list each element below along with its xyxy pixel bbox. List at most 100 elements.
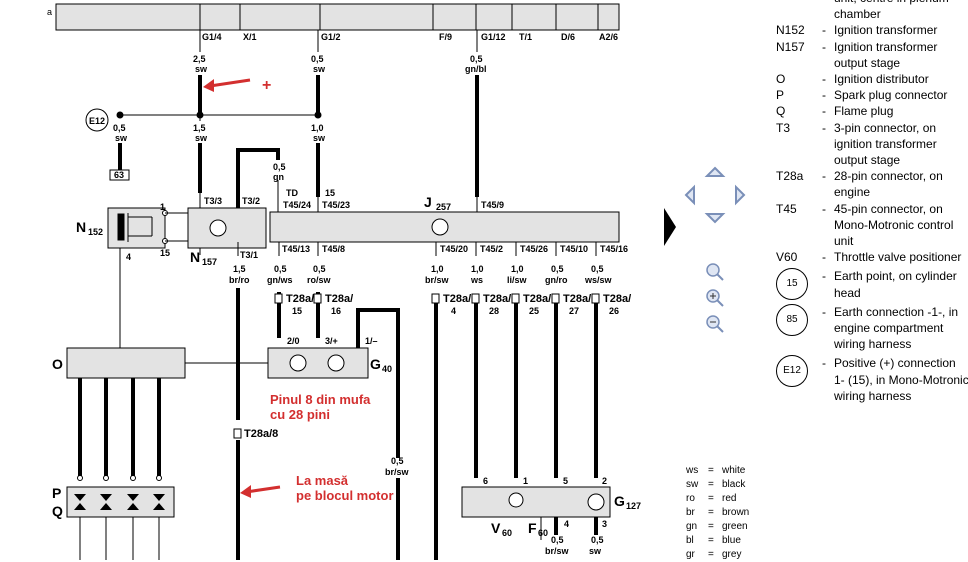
color-code-text: grey bbox=[722, 549, 742, 560]
pin-label: 6 bbox=[483, 476, 488, 486]
up-arrow-icon[interactable] bbox=[704, 166, 726, 177]
connector-label: 4 bbox=[451, 306, 456, 316]
legend-text: ignition transformer bbox=[834, 136, 937, 151]
legend-text: Ignition transformer bbox=[834, 23, 938, 38]
color-code-text: gr bbox=[686, 549, 695, 560]
legend-text: chamber bbox=[834, 7, 881, 22]
connector-label: T28a/ bbox=[286, 293, 314, 305]
legend-row: unit, centre in plenumchamber bbox=[776, 0, 968, 22]
pin8-annotation: Pinul 8 din mufa bbox=[270, 392, 371, 407]
pin-label: 1 bbox=[160, 202, 165, 212]
g40-sub: 40 bbox=[382, 364, 392, 374]
p-label: P bbox=[52, 485, 61, 501]
f60-label: F bbox=[528, 520, 537, 536]
wire-label: ws bbox=[470, 275, 483, 285]
n157-sub: 157 bbox=[202, 257, 217, 267]
right-arrow-icon[interactable] bbox=[735, 184, 746, 206]
legend-text: wiring harness bbox=[834, 337, 912, 352]
connector-label: 28 bbox=[489, 306, 499, 316]
legend-description: unit, centre in plenumchamber bbox=[822, 0, 968, 22]
color-code-row: gn=green bbox=[686, 520, 749, 534]
bus-connector-g112: G1/12 bbox=[481, 32, 506, 42]
legend-text: Ignition transformer bbox=[834, 39, 938, 54]
wire-label: 0,5 bbox=[274, 264, 287, 274]
zoom-in-icon[interactable] bbox=[706, 289, 724, 307]
wire-label: gn/ws bbox=[267, 275, 293, 285]
bus-connector-g12: G1/2 bbox=[321, 32, 341, 42]
color-code-text: = bbox=[708, 535, 714, 546]
legend-row: N152-Ignition transformer bbox=[776, 22, 968, 38]
zoom-icon[interactable] bbox=[706, 263, 724, 281]
n152-label: N bbox=[76, 219, 86, 235]
wire-label: ro/sw bbox=[307, 275, 332, 285]
connector-label: T28a/ bbox=[563, 293, 591, 305]
bus-connector-a26: A2/6 bbox=[599, 32, 618, 42]
legend-code: N152 bbox=[776, 23, 805, 38]
wire-label: sw bbox=[313, 64, 326, 74]
color-code-row: ws=white bbox=[686, 464, 749, 478]
wire-label: 1,5 bbox=[193, 123, 206, 133]
color-code-row: br=brown bbox=[686, 506, 749, 520]
legend-text: Mono-Motronic control bbox=[834, 217, 954, 232]
legend-text: Earth point, on cylinder bbox=[834, 269, 957, 284]
wire-label: sw bbox=[115, 133, 128, 143]
connector-label: T28a/ bbox=[483, 293, 511, 305]
pin-label: 3 bbox=[602, 519, 607, 529]
color-code-text: = bbox=[708, 479, 714, 490]
wire-label: 0,5 bbox=[311, 54, 324, 64]
down-arrow-icon[interactable] bbox=[704, 213, 726, 224]
f60-sub: 60 bbox=[538, 528, 548, 538]
wire-label: 0,5 bbox=[113, 123, 126, 133]
wire-label: 1,0 bbox=[311, 123, 324, 133]
wire-label: 0,5 bbox=[273, 162, 286, 172]
connector-label: 27 bbox=[569, 306, 579, 316]
legend-code: O bbox=[776, 72, 786, 87]
wire-label: 1,0 bbox=[431, 264, 444, 274]
connector-label: T28a/ bbox=[443, 293, 471, 305]
wire-label: sw bbox=[313, 133, 326, 143]
terminal-15-label: 15 bbox=[325, 188, 335, 198]
legend-text: output stage bbox=[834, 55, 901, 70]
bus-connector-x1: X/1 bbox=[243, 32, 257, 42]
legend-code: T3 bbox=[776, 120, 791, 135]
zoom-out-icon[interactable] bbox=[706, 315, 724, 333]
color-code-text: sw bbox=[686, 479, 699, 490]
bus-connector-t1: T/1 bbox=[519, 32, 532, 42]
legend-text: engine bbox=[834, 185, 871, 200]
color-code-text: red bbox=[722, 493, 737, 504]
legend-text: Flame plug bbox=[834, 104, 894, 119]
pin-label: 3/+ bbox=[325, 336, 338, 346]
connector-label: T45/16 bbox=[600, 244, 628, 254]
legend-code: P bbox=[776, 88, 785, 103]
legend-description: -Flame plug bbox=[822, 104, 894, 119]
connector-label: T45/26 bbox=[520, 244, 548, 254]
n152-sub: 152 bbox=[88, 227, 103, 237]
connector-label: 15 bbox=[292, 306, 302, 316]
connector-label: T45/2 bbox=[480, 244, 503, 254]
wire-label: br/ro bbox=[229, 275, 250, 285]
connector-label: T3/1 bbox=[240, 250, 258, 260]
legend-code: Q bbox=[776, 104, 786, 119]
earth-point-circle: E12 bbox=[776, 355, 808, 388]
legend-text: Positive (+) connection bbox=[834, 356, 956, 371]
next-page-icon[interactable] bbox=[664, 208, 676, 246]
legend-text: head bbox=[834, 285, 861, 300]
legend-text: 45-pin connector, on bbox=[834, 201, 943, 216]
q-label: Q bbox=[52, 503, 63, 519]
left-arrow-icon[interactable] bbox=[684, 184, 695, 206]
pin-label: 2 bbox=[602, 476, 607, 486]
v60-label: V bbox=[491, 520, 501, 536]
wire-label: 0,5 bbox=[313, 264, 326, 274]
connector-label: T3/3 bbox=[204, 196, 222, 206]
wire-label: 0,5 bbox=[470, 54, 483, 64]
